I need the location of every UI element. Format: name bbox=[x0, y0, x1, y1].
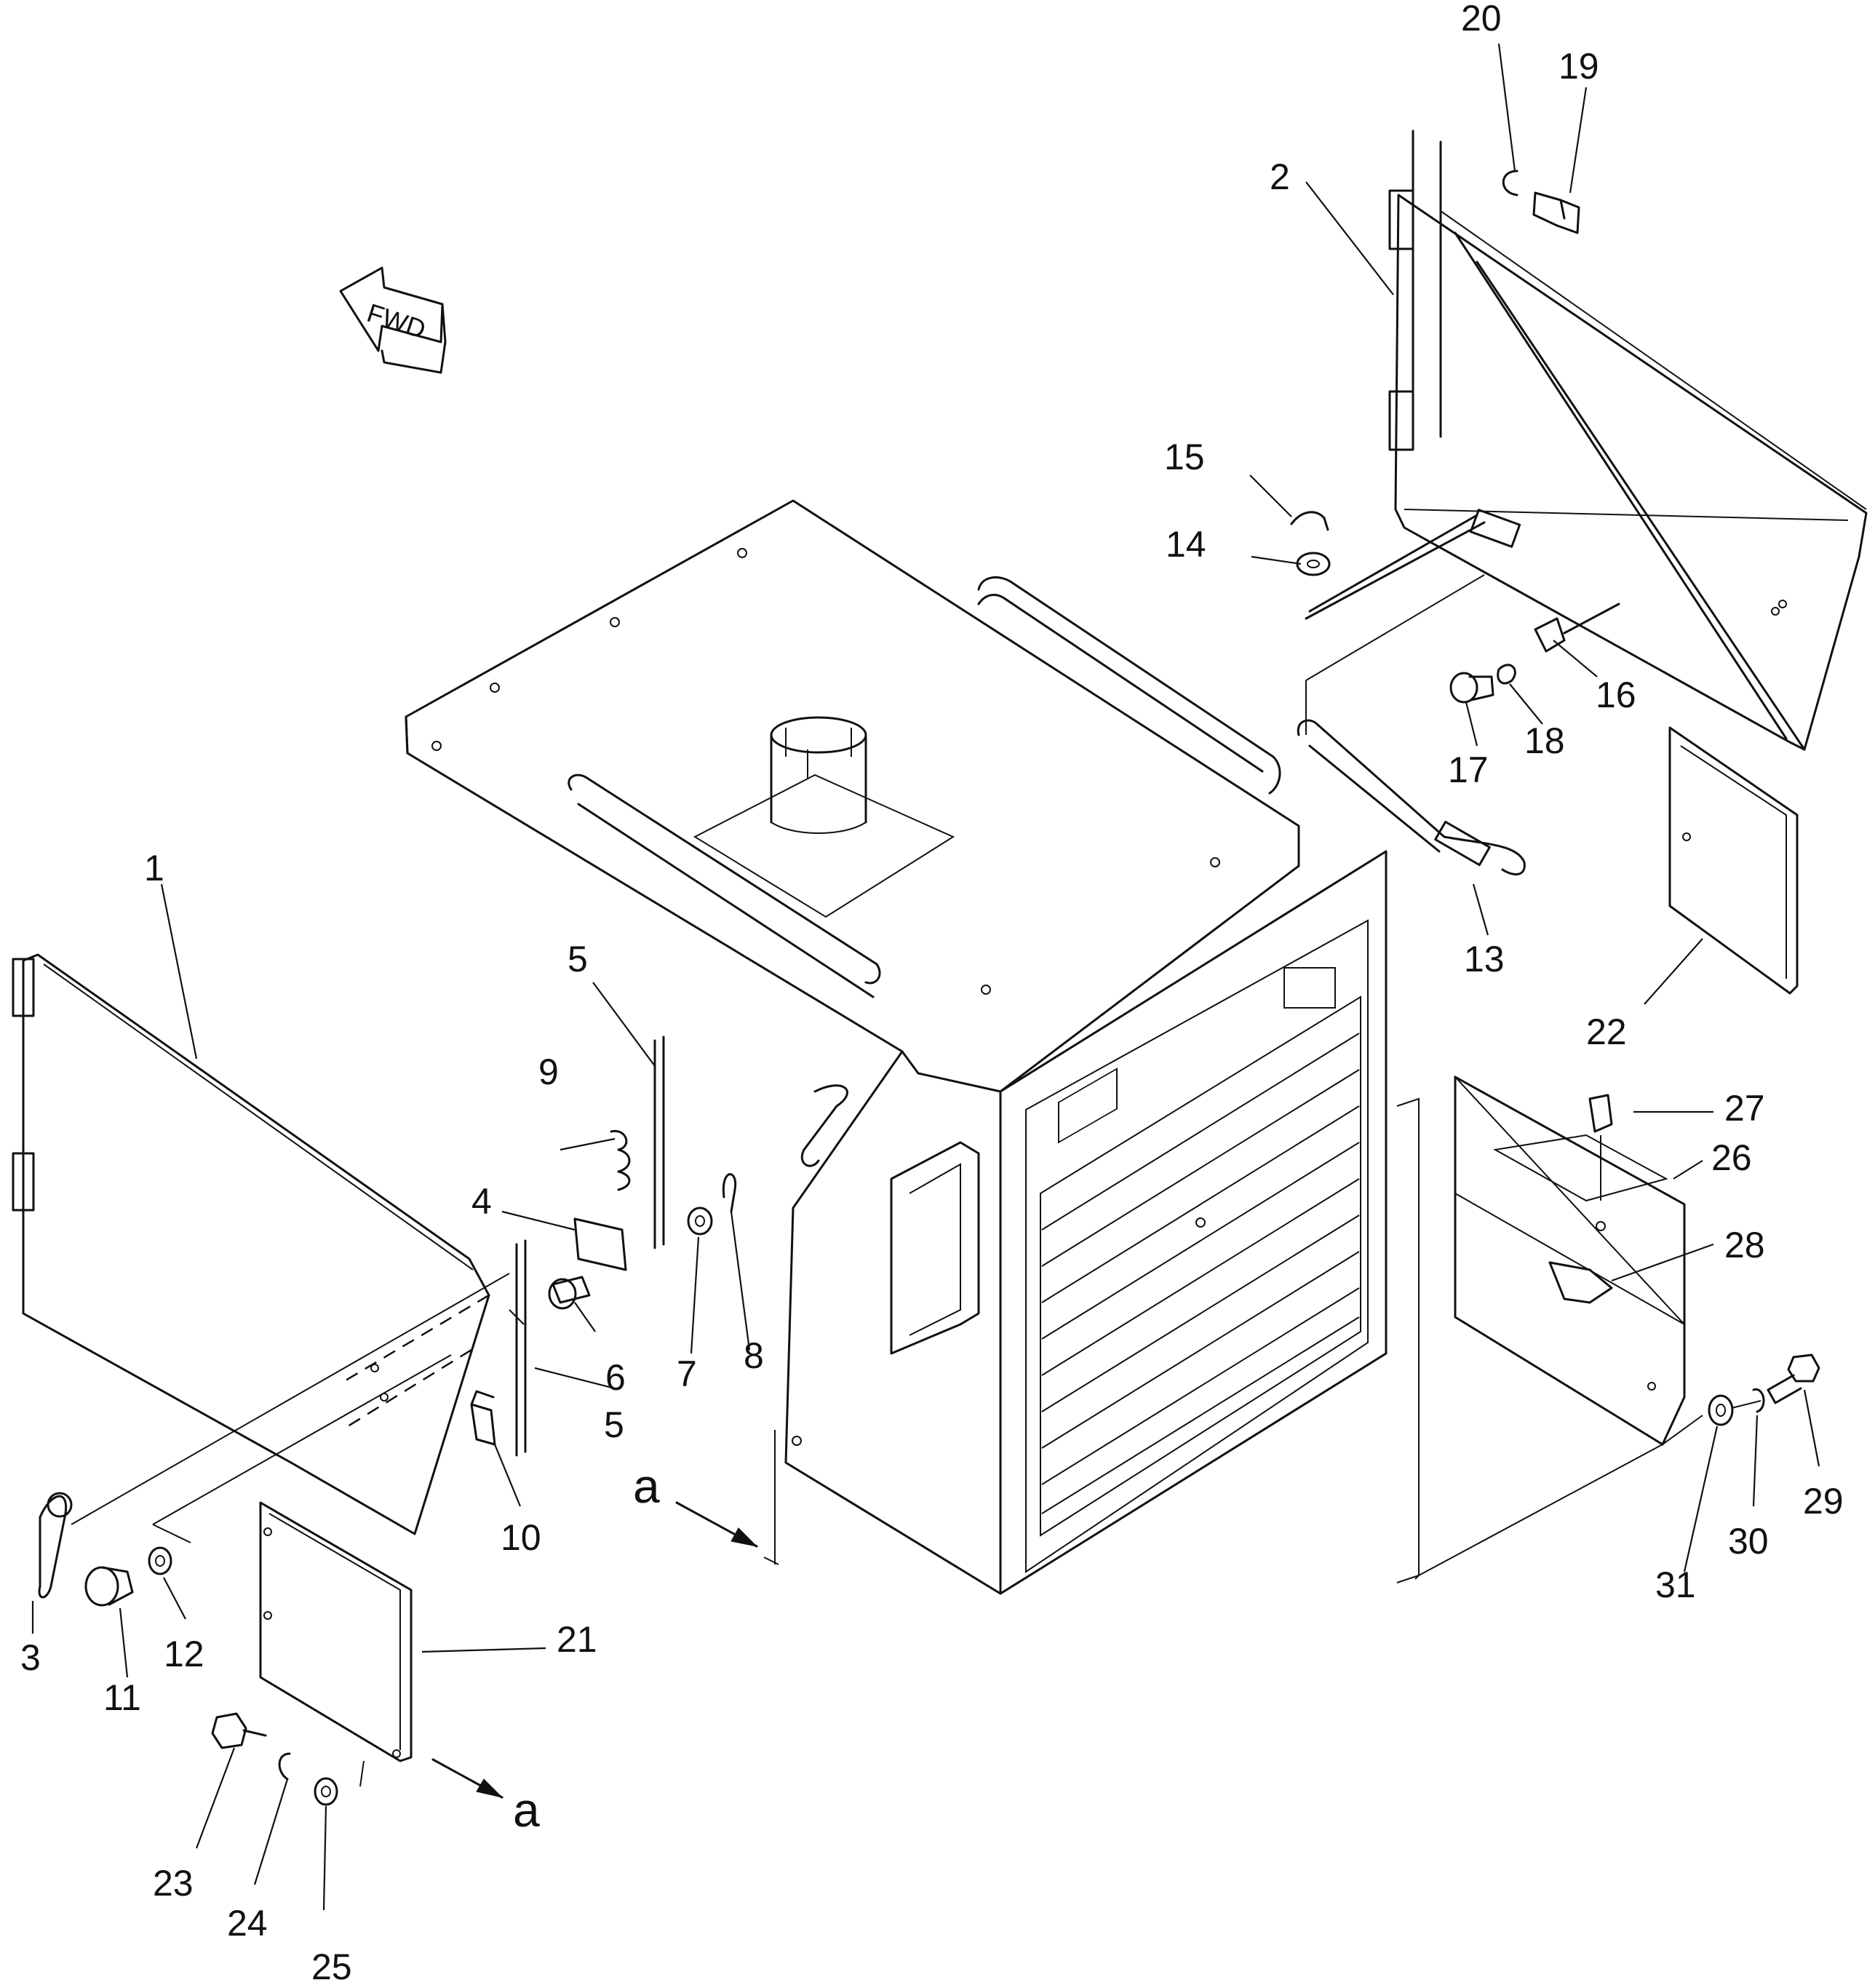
side-cover-box bbox=[1396, 1075, 1686, 1583]
callout-28: 28 bbox=[1724, 1225, 1765, 1265]
callout-24: 24 bbox=[227, 1903, 268, 1944]
callout-18: 18 bbox=[1524, 720, 1565, 761]
callout-2: 2 bbox=[1270, 156, 1290, 197]
side-door-panel bbox=[12, 953, 490, 1535]
side-bracket bbox=[890, 1141, 980, 1355]
callout-26: 26 bbox=[1711, 1137, 1752, 1178]
callout-6: 6 bbox=[605, 1357, 626, 1398]
exhaust-stack bbox=[770, 716, 867, 834]
callout-31: 31 bbox=[1655, 1564, 1696, 1605]
callout-10: 10 bbox=[501, 1517, 541, 1558]
callout-13: 13 bbox=[1464, 939, 1505, 979]
callout-9: 9 bbox=[538, 1051, 559, 1092]
callout-4: 4 bbox=[471, 1181, 492, 1222]
callout-5a: 5 bbox=[568, 939, 588, 979]
section-arrow-lower: a bbox=[431, 1758, 540, 1837]
top-door-panel bbox=[1305, 130, 1868, 751]
callout-1: 1 bbox=[144, 848, 164, 888]
callout-11: 11 bbox=[103, 1677, 141, 1718]
callout-25: 25 bbox=[311, 1947, 352, 1987]
section-label-upper: a bbox=[633, 1459, 660, 1513]
front-cover-plate bbox=[1668, 726, 1799, 995]
engine-hood bbox=[405, 499, 1388, 1595]
fwd-label: FWD bbox=[364, 298, 430, 344]
section-label-lower: a bbox=[513, 1783, 540, 1837]
callout-14: 14 bbox=[1166, 524, 1206, 565]
callout-20: 20 bbox=[1461, 0, 1502, 39]
fwd-arrow: FWD bbox=[339, 266, 447, 374]
radiator-grille bbox=[1041, 1033, 1360, 1514]
callout-27: 27 bbox=[1724, 1088, 1765, 1129]
callout-17: 17 bbox=[1448, 750, 1489, 790]
assembly-lines bbox=[71, 1273, 1761, 1787]
callout-3: 3 bbox=[20, 1637, 41, 1678]
callout-16: 16 bbox=[1596, 675, 1636, 715]
callout-8: 8 bbox=[744, 1335, 764, 1376]
callout-23: 23 bbox=[153, 1863, 194, 1904]
fasteners bbox=[38, 170, 1820, 1806]
callout-5b: 5 bbox=[604, 1404, 624, 1445]
callout-leaders bbox=[31, 43, 1820, 1911]
callout-30: 30 bbox=[1728, 1521, 1769, 1562]
section-arrow-upper: a bbox=[633, 1459, 758, 1548]
stay-rod bbox=[1297, 574, 1526, 876]
callout-15: 15 bbox=[1164, 437, 1205, 477]
callout-7: 7 bbox=[677, 1353, 697, 1394]
callout-12: 12 bbox=[164, 1634, 204, 1674]
callout-29: 29 bbox=[1803, 1481, 1844, 1522]
callout-22: 22 bbox=[1586, 1011, 1627, 1052]
lower-side-plate bbox=[259, 1501, 413, 1762]
callout-19: 19 bbox=[1558, 46, 1599, 87]
latch-hardware bbox=[470, 1035, 737, 1457]
callout-21: 21 bbox=[557, 1619, 597, 1660]
callout-labels: 1 2 3 4 5 5 6 7 8 9 10 11 12 13 14 15 16… bbox=[20, 0, 1844, 1987]
